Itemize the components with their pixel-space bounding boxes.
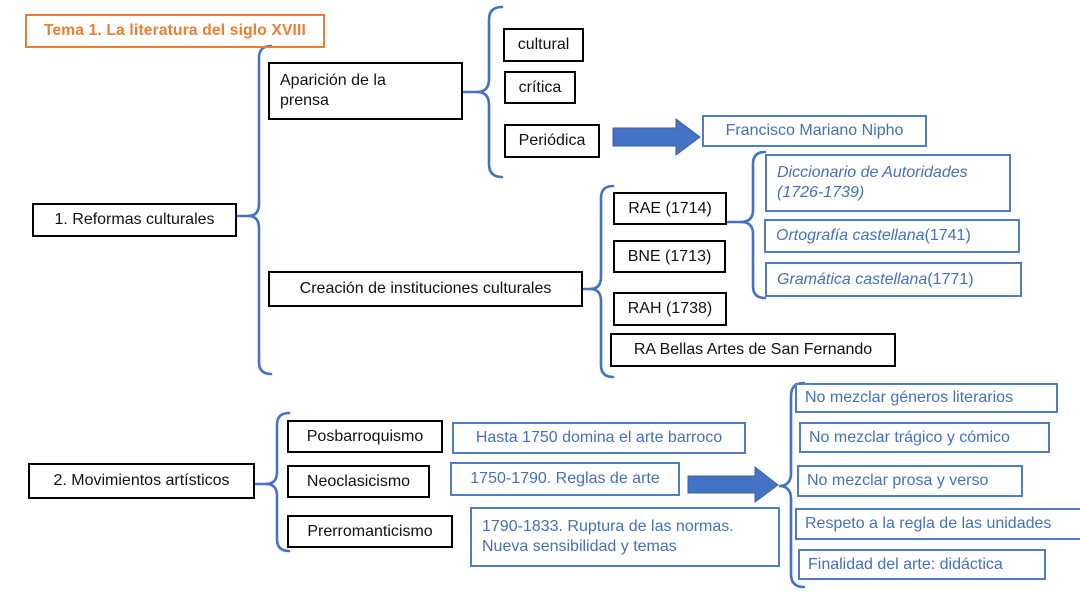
- node-ra-bellas-artes: RA Bellas Artes de San Fernando: [610, 333, 896, 367]
- node-neoclasicismo-desc: 1750-1790. Reglas de arte: [450, 462, 680, 496]
- brace-prensa: [476, 5, 504, 179]
- node-gramatica-castellana: Gramática castellana (1771): [765, 262, 1022, 297]
- rule-finalidad-didactica: Finalidad del arte: didáctica: [798, 549, 1046, 580]
- node-prensa-critica: crítica: [504, 71, 576, 104]
- desc-line1: 1790-1833. Ruptura de las normas.: [482, 518, 734, 535]
- work-year: (1771): [927, 270, 974, 288]
- node-diccionario-autoridades: Diccionario de Autoridades (1726-1739): [765, 154, 1011, 212]
- node-prerromanticismo: Prerromanticismo: [287, 515, 453, 548]
- node-rah: RAH (1738): [613, 292, 727, 326]
- work-title: Gramática castellana: [777, 270, 928, 288]
- node-francisco-mariano-nipho: Francisco Mariano Nipho: [702, 115, 927, 147]
- node-posbarroquismo: Posbarroquismo: [287, 420, 443, 453]
- node-prerromanticismo-desc: 1790-1833. Ruptura de las normas. Nueva …: [470, 507, 780, 567]
- work-title: Diccionario de Autoridades: [777, 164, 968, 181]
- diagram-title: Tema 1. La literatura del siglo XVIII: [25, 14, 325, 48]
- node-movimientos-artisticos: 2. Movimientos artísticos: [28, 463, 255, 499]
- node-rae: RAE (1714): [613, 192, 727, 225]
- node-ortografia-castellana: Ortografía castellana (1741): [764, 219, 1020, 253]
- node-reformas-culturales: 1. Reformas culturales: [32, 203, 237, 237]
- node-prensa-cultural: cultural: [503, 28, 584, 62]
- arrow-periodica-nipho: [612, 118, 701, 156]
- rule-no-mezclar-tragico-comico: No mezclar trágico y cómico: [799, 422, 1050, 453]
- rule-respeto-unidades: Respeto a la regla de las unidades: [795, 508, 1080, 540]
- rule-no-mezclar-generos: No mezclar géneros literarios: [795, 383, 1058, 413]
- node-prensa-periodica: Periódica: [504, 124, 600, 158]
- brace-rae-works: [740, 150, 767, 300]
- node-neoclasicismo: Neoclasicismo: [287, 465, 430, 498]
- rule-no-mezclar-prosa-verso: No mezclar prosa y verso: [797, 465, 1023, 497]
- desc-line2: Nueva sensibilidad y temas: [482, 538, 677, 555]
- work-year: (1726-1739): [777, 184, 865, 201]
- brace-movimientos: [265, 411, 291, 553]
- work-year: (1741): [924, 227, 971, 244]
- brace-reglas: [778, 381, 806, 589]
- node-aparicion-prensa-line2: prensa: [280, 92, 329, 109]
- node-posbarroquismo-desc: Hasta 1750 domina el arte barroco: [452, 422, 746, 454]
- node-bne: BNE (1713): [613, 240, 726, 273]
- node-aparicion-prensa-line1: Aparición de la: [280, 72, 386, 89]
- node-aparicion-prensa: Aparición de la prensa: [268, 62, 463, 120]
- arrow-neoclasicismo-reglas: [687, 465, 779, 503]
- work-title: Ortografía castellana: [776, 227, 925, 244]
- node-creacion-instituciones: Creación de instituciones culturales: [268, 271, 583, 307]
